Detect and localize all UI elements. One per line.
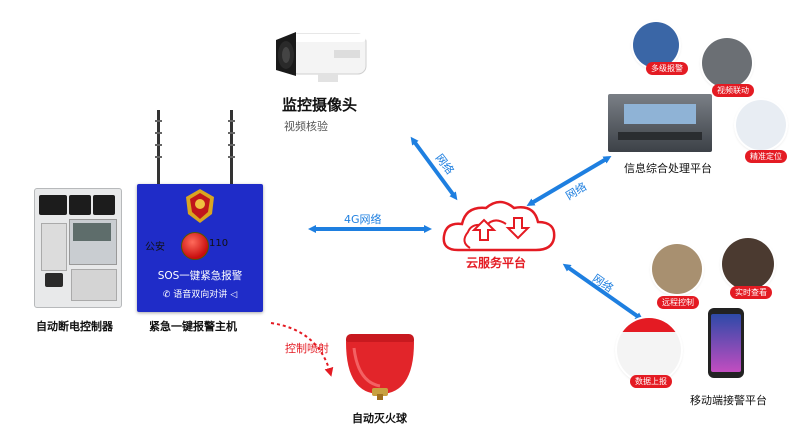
voice-row: ✆ 语音双向对讲 ◁ [137,287,263,300]
cloud-label: 云服务平台 [466,256,527,270]
arrow-host-fireball [270,322,334,377]
arrow-cloud-mobile [562,263,644,321]
info-tag-3: 精准定位 [745,150,787,163]
breaker-device [34,188,122,308]
download-arrow-icon [505,217,531,240]
mobile-thumb-1 [652,244,702,294]
mobile-thumb-2 [722,238,774,290]
command-center-image [608,94,712,152]
upload-arrow-icon [471,218,497,241]
camera-subtitle: 视频核验 [284,120,328,133]
sos-text: SOS一键紧急报警 [157,270,243,282]
mobile-platform-label: 移动端接警平台 [690,394,767,407]
voice-text: 语音双向对讲 [173,290,228,300]
camera-title: 监控摄像头 [282,96,358,114]
phone-icon: ✆ [162,290,171,300]
alarm-left-text: 公安 [145,242,165,253]
phone-image [708,308,744,378]
police-emblem-icon [186,189,214,223]
alarm-button-row: 公安 110 [145,232,255,260]
arrow-camera-cloud [410,136,458,201]
camera-image [276,32,367,82]
breaker-label: 自动断电控制器 [36,320,113,333]
arrow-cloud-info [526,155,612,207]
fireball-label: 自动灭火球 [352,412,407,425]
speaker-icon: ◁ [230,290,238,300]
mobile-tag-1: 远程控制 [657,296,699,309]
sos-red-button[interactable] [181,232,209,260]
alarm-number: 110 [209,238,229,249]
info-tag-1: 多级报警 [646,62,688,75]
info-platform-label: 信息综合处理平台 [624,162,712,175]
antenna-icon [155,110,235,184]
alarm-host-label: 紧急一键报警主机 [149,320,237,333]
host-link-label: 4G网络 [344,213,382,226]
info-thumb-3 [736,100,786,150]
fire-link-label: 控制喷射 [285,342,329,355]
mobile-thumb-3 [617,318,681,382]
alarm-host-device: 公安 110 SOS一键紧急报警 ✆ 语音双向对讲 ◁ [137,184,263,312]
fireball-image [346,334,414,400]
cloud-icon [442,200,556,252]
info-thumb-2 [702,38,752,88]
info-tag-2: 视频联动 [712,84,754,97]
mobile-tag-3: 数据上报 [630,375,672,388]
info-thumb-1 [633,22,679,68]
mobile-tag-2: 实时查看 [730,286,772,299]
